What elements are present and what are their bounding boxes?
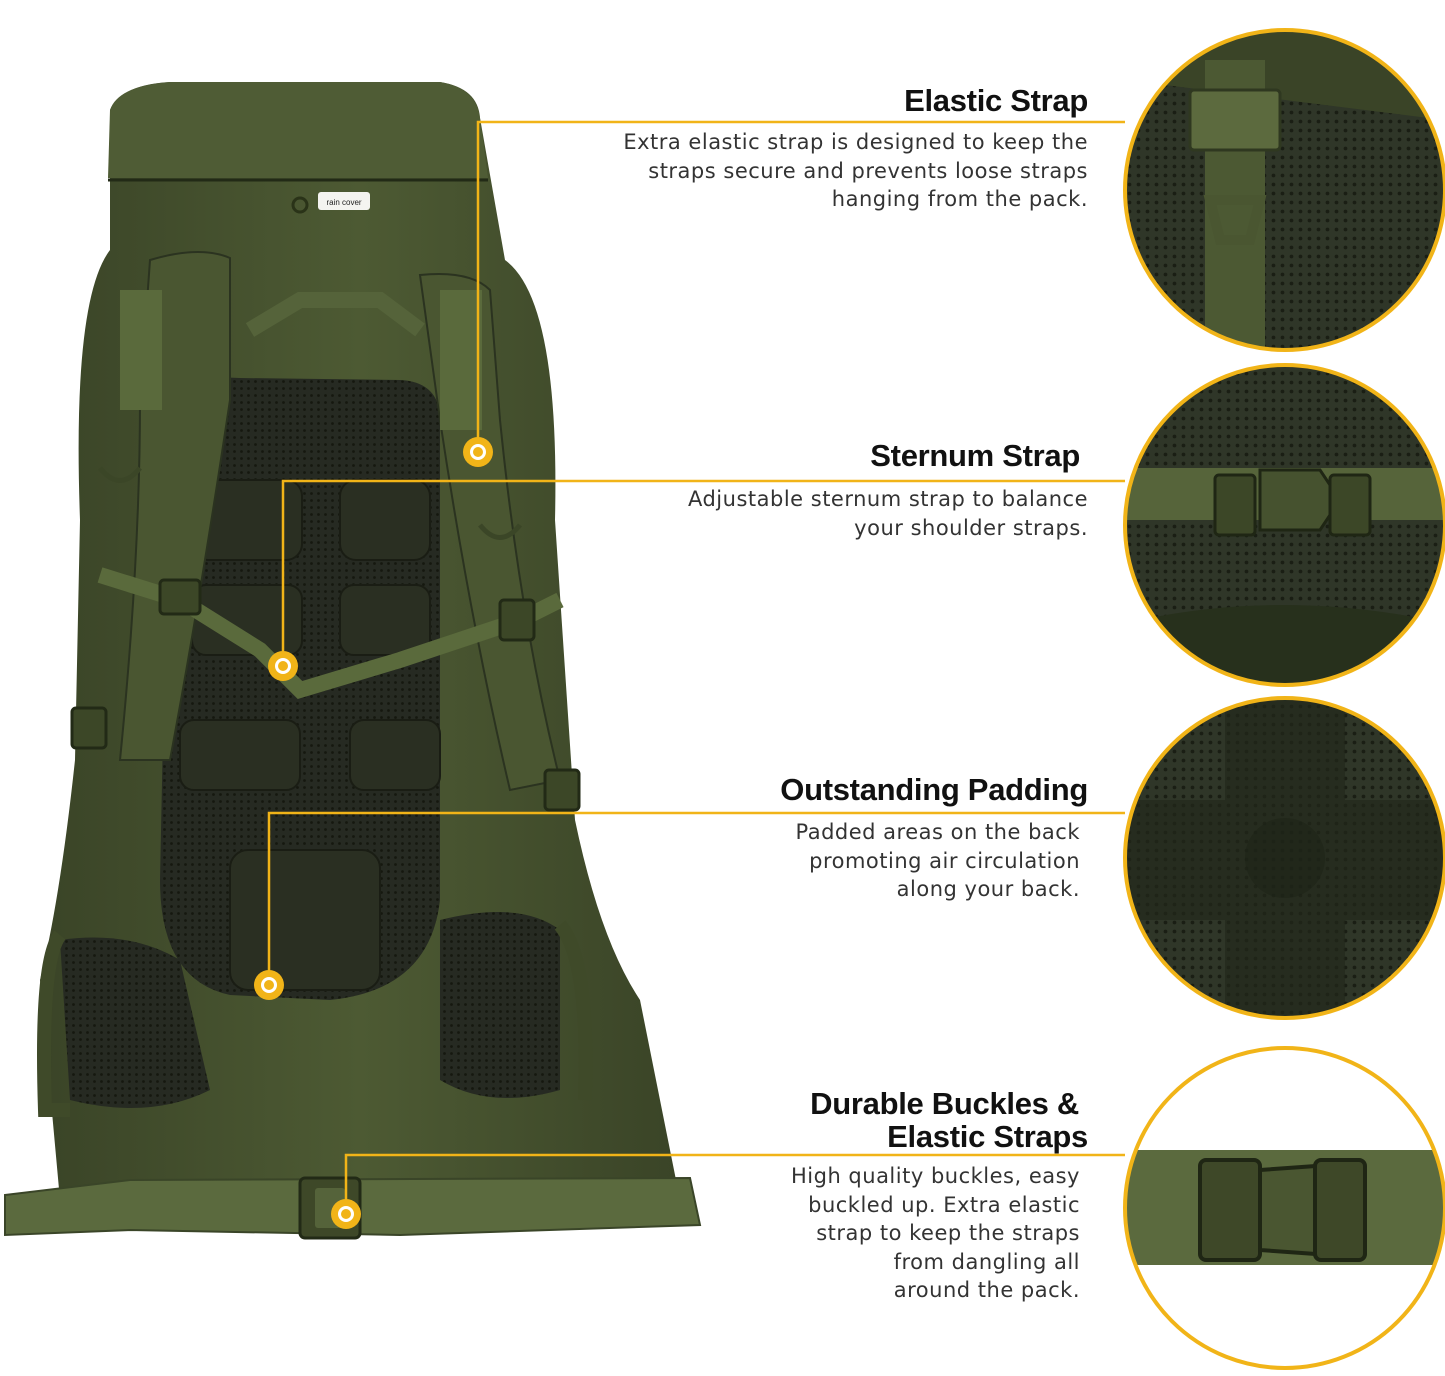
rain-cover-label xyxy=(318,192,370,210)
callout-marker-padding xyxy=(254,970,284,1000)
callout-line-sternum xyxy=(281,479,1125,666)
feature-desc-sternum-strap: Adjustable sternum strap to balance your… xyxy=(687,487,1088,540)
feature-title-buckles: Durable Buckles & Elastic Straps xyxy=(810,1086,1088,1154)
feature-desc-elastic-strap: Extra elastic strap is designed to keep … xyxy=(623,130,1088,211)
rain-cover-badge: rain cover xyxy=(326,198,361,207)
feature-title-sternum-strap: Sternum Strap xyxy=(870,438,1080,473)
feature-desc-buckles: High quality buckles, easy buckled up. E… xyxy=(790,1164,1080,1302)
elastic-strap-detail-circle xyxy=(1123,28,1445,352)
callout-line-elastic xyxy=(476,120,1125,452)
feature-title-elastic-strap: Elastic Strap xyxy=(904,83,1088,118)
sternum-strap-detail-circle xyxy=(1123,363,1445,687)
buckle-detail-circle xyxy=(1123,1046,1445,1370)
callout-line-buckles xyxy=(344,1153,1125,1214)
callout-markers xyxy=(254,437,493,1229)
callout-marker-elastic xyxy=(463,437,493,467)
callout-line-padding xyxy=(267,811,1125,985)
feature-desc-padding: Padded areas on the back promoting air c… xyxy=(795,820,1080,901)
padding-detail-circle xyxy=(1123,696,1445,1020)
feature-title-padding: Outstanding Padding xyxy=(780,772,1088,807)
callout-marker-sternum xyxy=(268,651,298,681)
callout-marker-buckles xyxy=(331,1199,361,1229)
